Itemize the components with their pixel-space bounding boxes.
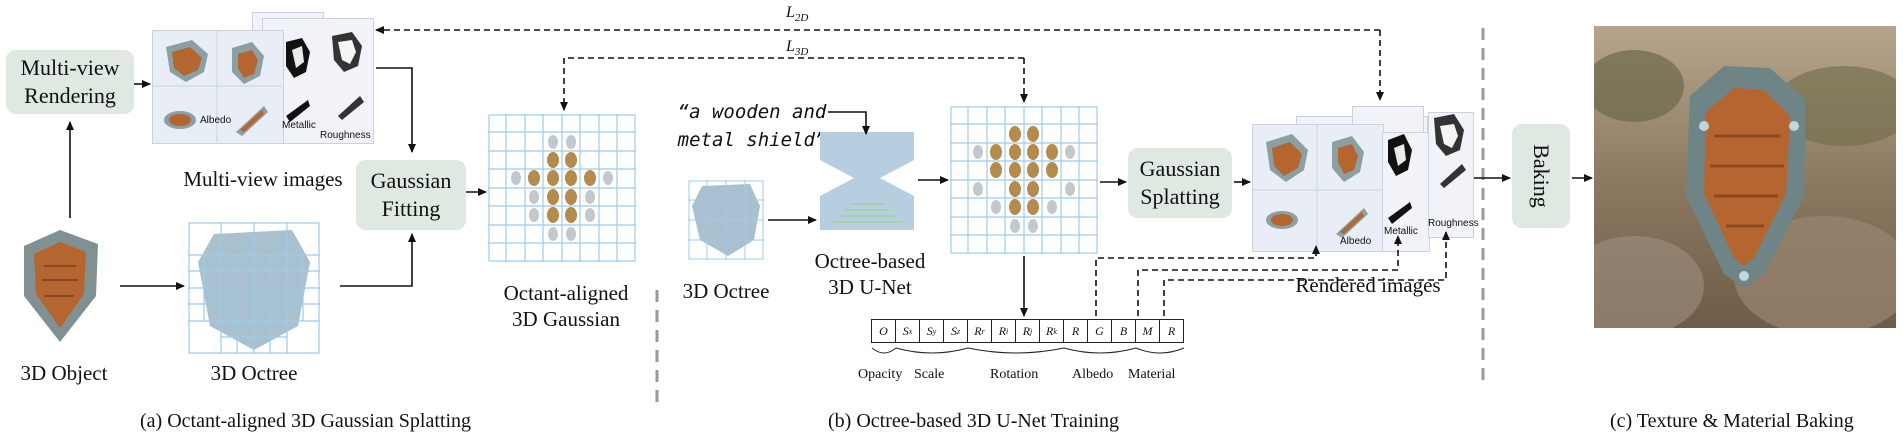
octree-a-label: 3D Octree — [210, 361, 298, 385]
rendered-roughness-label: Roughness — [1428, 218, 1479, 229]
unet-output-grid — [950, 106, 1098, 254]
attr-group-opacity: Opacity — [858, 367, 903, 382]
multiview-images-label: Multi-view images — [183, 167, 343, 191]
attr-roughness-cell: R — [1159, 319, 1184, 343]
unet-label: Octree-based 3D U-Net — [814, 249, 926, 299]
multiview-thumbnails — [152, 30, 364, 142]
octree-b-label: 3D Octree — [682, 279, 770, 303]
loss-3d-subscript: 3D — [794, 46, 809, 59]
attr-group-albedo: Albedo — [1072, 367, 1114, 382]
octant-gaussian-label: Octant-aligned 3D Gaussian — [503, 281, 629, 331]
loss-2d-subscript: 2D — [794, 12, 809, 25]
multiview-images-panel: Albedo Metallic Roughness — [152, 12, 374, 144]
text-prompt: “a wooden and metal shield” — [677, 101, 827, 151]
object-3d-label: 3D Object — [20, 361, 108, 385]
loss-3d-symbol: L — [786, 38, 795, 55]
shield-object-icon — [24, 230, 98, 342]
loss-2d-label: L2D — [786, 4, 808, 24]
caption-c: (c) Texture & Material Baking — [1610, 410, 1854, 432]
rendered-thumbnails — [1252, 114, 1466, 250]
attr-group-material: Material — [1128, 367, 1176, 382]
gaussian-splatting-node: Gaussian Splatting — [1128, 148, 1232, 218]
attr-metallic-cell: M — [1135, 319, 1160, 343]
attr-group-scale: Scale — [914, 367, 945, 382]
octree-a-grid — [188, 222, 320, 354]
albedo-map-label: Albedo — [200, 115, 232, 126]
unet-shape — [820, 132, 914, 230]
rendered-albedo-label: Albedo — [1340, 236, 1372, 247]
multiview-rendering-node: Multi-view Rendering — [6, 50, 134, 114]
octant-gaussian-grid — [488, 114, 636, 262]
octree-b-grid — [688, 180, 764, 260]
metallic-map-label: Metallic — [282, 120, 316, 131]
roughness-map-label: Roughness — [320, 130, 371, 141]
caption-a: (a) Octant-aligned 3D Gaussian Splatting — [140, 410, 472, 432]
rendered-images-panel: Albedo Metallic Roughness — [1252, 104, 1479, 254]
rendered-images-label: Rendered images — [1295, 273, 1441, 297]
loss-3d-label: L3D — [786, 38, 808, 58]
baked-render-image — [1594, 26, 1896, 328]
attr-group-rotation: Rotation — [990, 367, 1039, 382]
caption-b: (b) Octree-based 3D U-Net Training — [828, 410, 1120, 432]
attr-albedo-r-cell: R — [1063, 319, 1088, 343]
attr-albedo-b-cell: B — [1111, 319, 1136, 343]
baking-node: Baking — [1512, 124, 1570, 228]
attribute-brackets — [871, 347, 1185, 354]
loss-2d-symbol: L — [786, 4, 795, 21]
rendered-metallic-label: Metallic — [1384, 226, 1418, 237]
gaussian-fitting-node: Gaussian Fitting — [356, 160, 466, 230]
